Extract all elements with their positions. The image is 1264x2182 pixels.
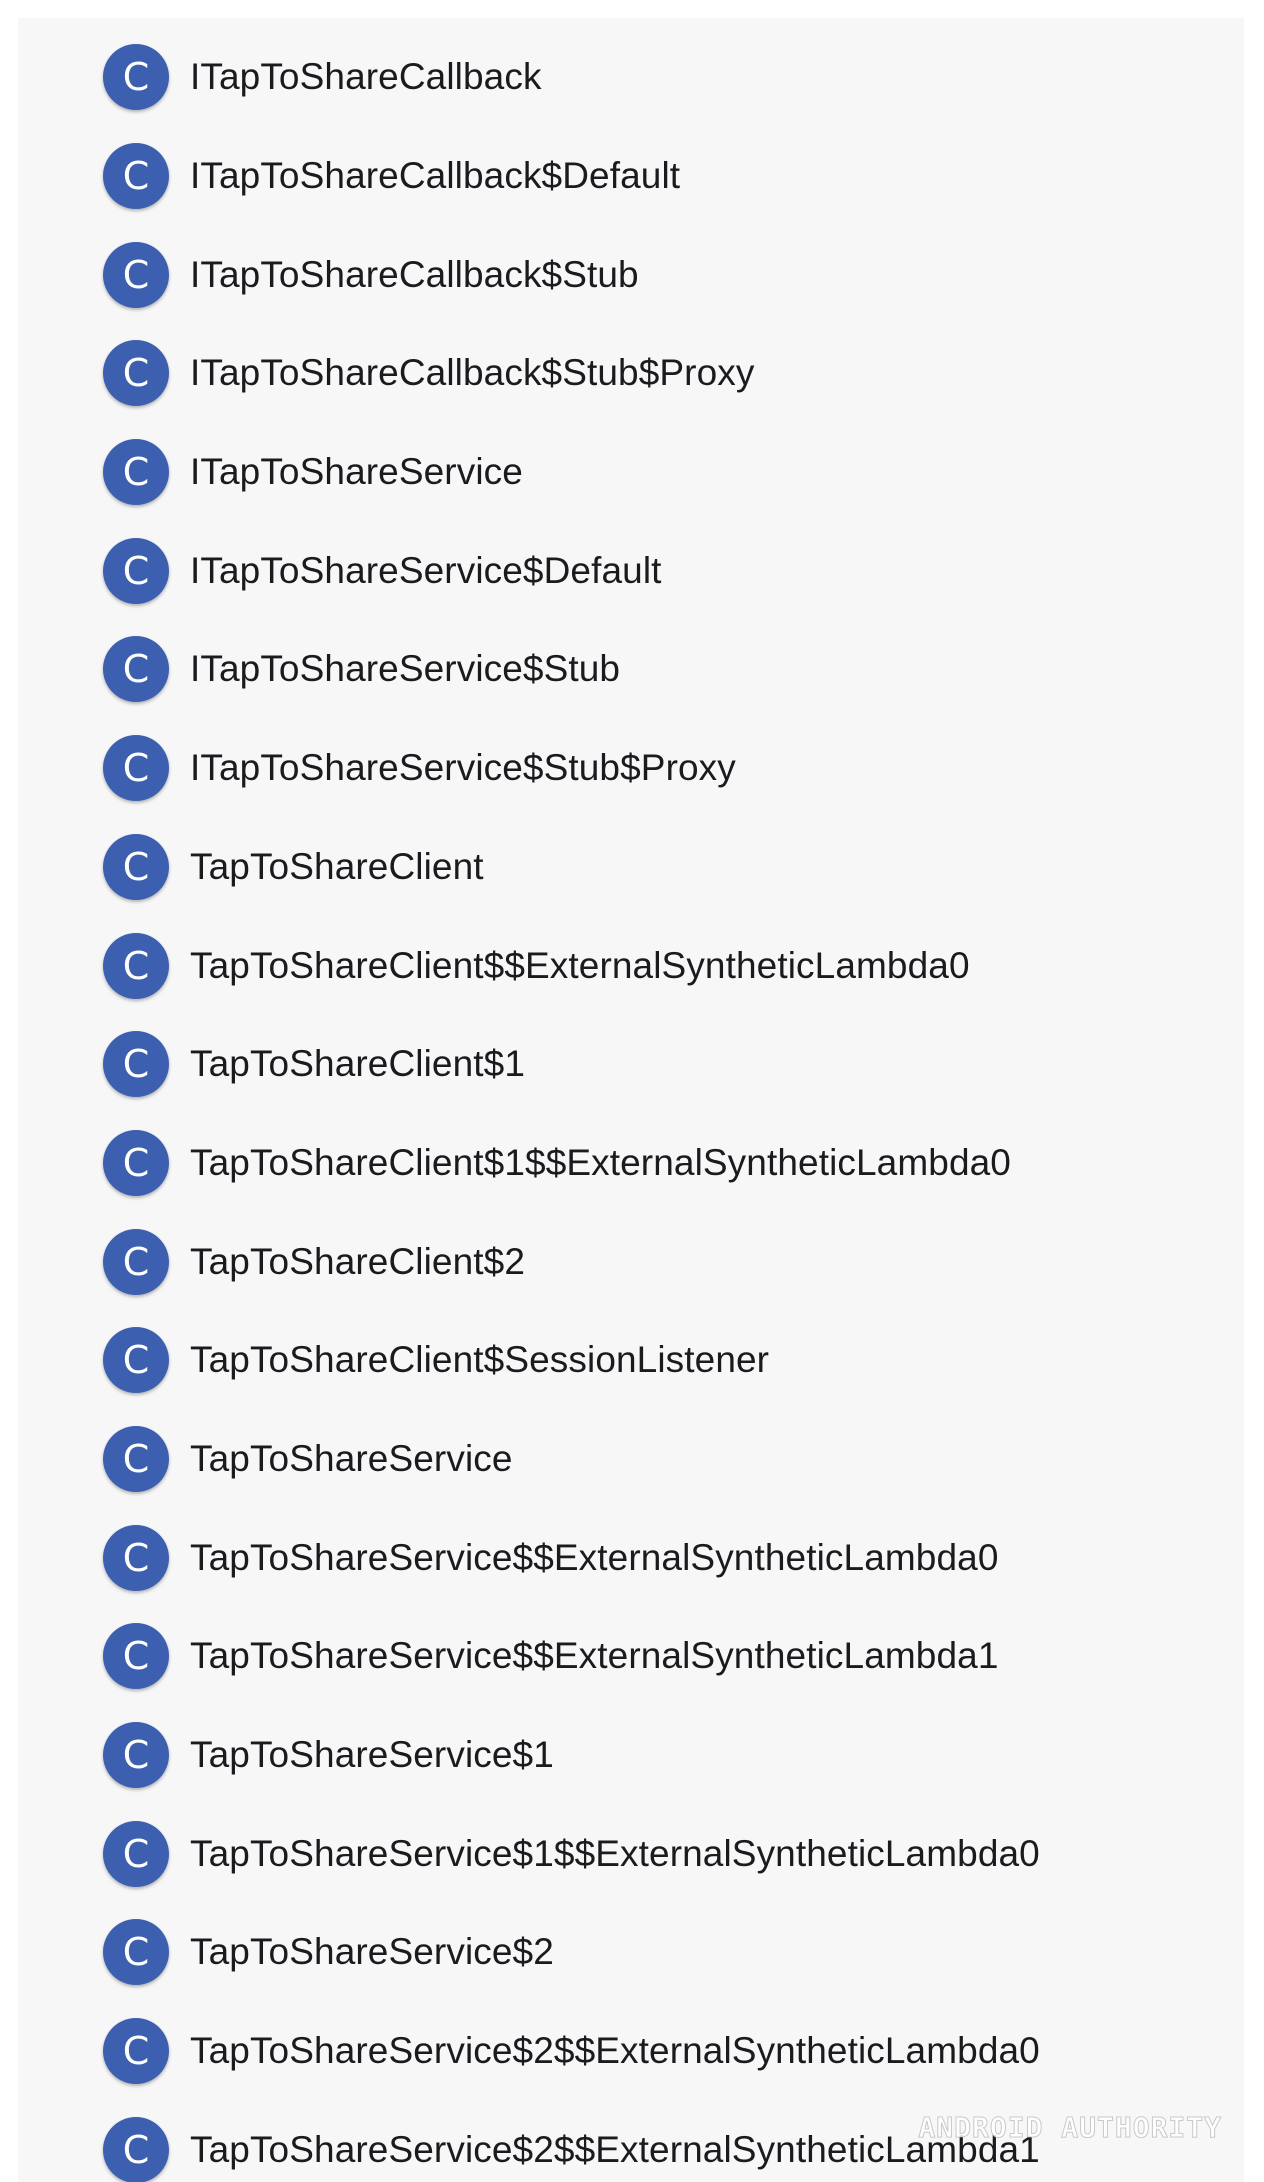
class-name: TapToShareClient$1$$ExternalSyntheticLam… [190, 1141, 1011, 1183]
list-item[interactable]: C ITapToShareCallback$Default [18, 127, 1244, 226]
list-item[interactable]: C TapToShareService$2 [18, 1903, 1244, 2002]
class-c-icon: C [103, 44, 169, 111]
class-name: TapToShareClient$2 [190, 1240, 526, 1282]
class-c-icon: C [103, 2116, 169, 2182]
list-item[interactable]: C ITapToShareService$Default [18, 521, 1244, 620]
class-name: TapToShareService$1 [190, 1734, 554, 1776]
class-name: TapToShareService$$ExternalSyntheticLamb… [190, 1635, 999, 1677]
class-name: TapToShareService$2 [190, 1931, 554, 1973]
list-item[interactable]: C TapToShareService$2$$ExternalSyntheticL… [18, 2002, 1244, 2101]
class-name: ITapToShareCallback$Stub [190, 253, 639, 295]
class-name: TapToShareClient$$ExternalSyntheticLambd… [190, 944, 970, 986]
watermark-logo: ANDROID AUTHORITY [918, 2111, 1222, 2145]
class-name: ITapToShareService [190, 451, 523, 493]
list-item[interactable]: C ITapToShareCallback$Stub$Proxy [18, 324, 1244, 423]
list-item[interactable]: C TapToShareClient$1$$ExternalSyntheticLa… [18, 1114, 1244, 1213]
class-c-icon: C [103, 1425, 169, 1492]
class-list-panel: C ITapToShareCallback C ITapToShareCallbac… [18, 18, 1244, 2182]
list-item[interactable]: C TapToShareService$1$$ExternalSyntheticL… [18, 1804, 1244, 1903]
list-item[interactable]: C TapToShareClient$2 [18, 1212, 1244, 1311]
class-c-icon: C [103, 735, 169, 802]
class-name: TapToShareService$$ExternalSyntheticLamb… [190, 1536, 999, 1578]
class-c-icon: C [103, 1919, 169, 1986]
class-c-icon: C [103, 2018, 169, 2085]
class-c-icon: C [103, 1031, 169, 1098]
class-c-icon: C [103, 1623, 169, 1690]
class-name: ITapToShareService$Stub [190, 648, 621, 690]
class-c-icon: C [103, 1129, 169, 1196]
list-item[interactable]: C TapToShareClient$$ExternalSyntheticLamb… [18, 916, 1244, 1015]
class-c-icon: C [103, 1722, 169, 1789]
list-item[interactable]: C TapToShareClient$1 [18, 1015, 1244, 1114]
class-name: TapToShareService$2$$ExternalSyntheticLa… [190, 2128, 1040, 2170]
list-item[interactable]: C ITapToShareCallback [18, 28, 1244, 127]
class-c-icon: C [103, 1327, 169, 1394]
class-c-icon: C [103, 537, 169, 604]
list-item[interactable]: C TapToShareService$2$$ExternalSyntheticL… [18, 2100, 1244, 2182]
class-name: TapToShareService [190, 1437, 513, 1479]
class-name: ITapToShareService$Default [190, 549, 662, 591]
class-list: C ITapToShareCallback C ITapToShareCallbac… [18, 28, 1244, 2182]
class-c-icon: C [103, 636, 169, 703]
class-c-icon: C [103, 932, 169, 999]
class-name: ITapToShareService$Stub$Proxy [190, 747, 736, 789]
class-c-icon: C [103, 241, 169, 308]
class-name: ITapToShareCallback$Stub$Proxy [190, 352, 755, 394]
class-c-icon: C [103, 1228, 169, 1295]
list-item[interactable]: C TapToShareService [18, 1410, 1244, 1509]
class-name: ITapToShareCallback [190, 56, 542, 98]
list-item[interactable]: C TapToShareService$1 [18, 1706, 1244, 1805]
list-item[interactable]: C ITapToShareCallback$Stub [18, 225, 1244, 324]
class-name: TapToShareClient$SessionListener [190, 1339, 770, 1381]
list-item[interactable]: C TapToShareClient$SessionListener [18, 1311, 1244, 1410]
class-c-icon: C [103, 833, 169, 900]
class-c-icon: C [103, 439, 169, 506]
class-name: TapToShareService$1$$ExternalSyntheticLa… [190, 1832, 1040, 1874]
class-name: TapToShareClient$1 [190, 1043, 526, 1085]
list-item[interactable]: C TapToShareService$$ExternalSyntheticLam… [18, 1607, 1244, 1706]
class-name: ITapToShareCallback$Default [190, 155, 681, 197]
list-item[interactable]: C TapToShareService$$ExternalSyntheticLam… [18, 1508, 1244, 1607]
class-c-icon: C [103, 340, 169, 407]
class-c-icon: C [103, 143, 169, 210]
class-name: TapToShareService$2$$ExternalSyntheticLa… [190, 2030, 1040, 2072]
list-item[interactable]: C ITapToShareService$Stub [18, 620, 1244, 719]
list-item[interactable]: C ITapToShareService [18, 423, 1244, 522]
list-item[interactable]: C ITapToShareService$Stub$Proxy [18, 719, 1244, 818]
class-c-icon: C [103, 1820, 169, 1887]
class-c-icon: C [103, 1524, 169, 1591]
class-name: TapToShareClient [190, 845, 484, 887]
list-item[interactable]: C TapToShareClient [18, 818, 1244, 917]
